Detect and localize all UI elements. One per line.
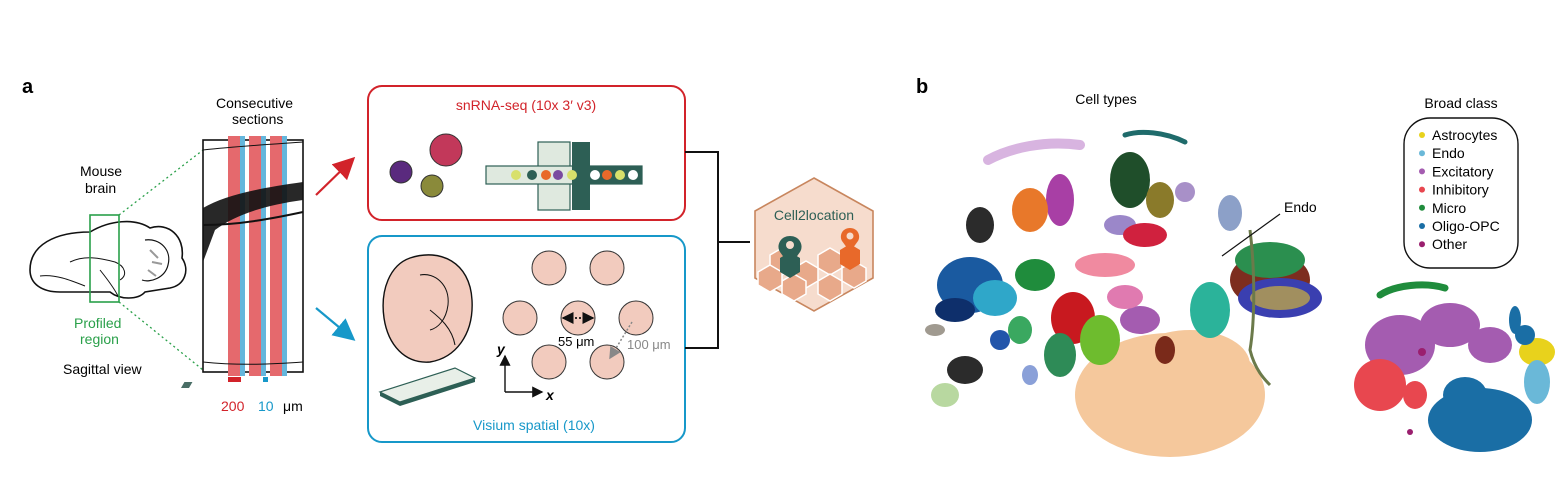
- legend-swatch-inhibitory: [1419, 186, 1425, 193]
- legend-swatch-endo: [1419, 150, 1425, 157]
- snrna-title: snRNA-seq (10x 3′ v3): [456, 97, 596, 113]
- broadclass-legend: AstrocytesEndoExcitatoryInhibitoryMicroO…: [1419, 127, 1500, 252]
- scale-label-unit: μm: [283, 398, 303, 414]
- visium-slide: [180, 367, 477, 406]
- sections-label-line1: Consecutive: [216, 95, 293, 111]
- merge-bracket: [685, 151, 750, 349]
- legend-label-other: Other: [1432, 236, 1467, 252]
- spot-distance-arrow: [609, 321, 633, 360]
- endo-pointer-line: [1221, 213, 1281, 257]
- legend-swatch-oligo-opc: [1419, 223, 1425, 229]
- legend-label-astrocytes: Astrocytes: [1432, 127, 1497, 143]
- visium-title: Visium spatial (10x): [473, 417, 595, 433]
- visium-spots: [502, 250, 654, 380]
- legend-swatch-astrocytes: [1419, 132, 1425, 138]
- scale-bar-10: [263, 377, 268, 382]
- brain-label-line2: brain: [85, 180, 116, 196]
- zoom-line-bottom: [118, 301, 204, 371]
- brain-label-line1: Mouse: [80, 163, 122, 179]
- microfluidic-chip: [485, 141, 643, 211]
- legend-label-inhibitory: Inhibitory: [1432, 182, 1489, 198]
- arrow-to-snrna: [315, 156, 356, 196]
- sections-label-line2: sections: [232, 111, 283, 127]
- celltypes-title: Cell types: [1075, 91, 1136, 107]
- profiled-label-line2: region: [80, 331, 119, 347]
- legend-swatch-other: [1419, 241, 1425, 248]
- spot-size-label: 55 μm: [558, 334, 594, 349]
- nuclei-droplets: [389, 133, 463, 198]
- panel-a-label: a: [22, 76, 34, 98]
- legend-label-excitatory: Excitatory: [1432, 163, 1493, 179]
- broadclass-title: Broad class: [1424, 95, 1497, 111]
- endo-annotation: Endo: [1284, 199, 1317, 215]
- legend-swatch-excitatory: [1419, 168, 1425, 175]
- profiled-region-box: [89, 214, 120, 303]
- legend-label-oligo-opc: Oligo-OPC: [1432, 218, 1500, 234]
- zoom-line-top: [118, 149, 204, 216]
- scale-label-10: 10: [258, 398, 274, 414]
- broadclass-umap: [1354, 281, 1555, 452]
- axis-y-label: y: [496, 341, 506, 357]
- broadclass-legend-box: [1403, 117, 1519, 269]
- legend-swatch-micro: [1419, 204, 1425, 211]
- arrow-to-visium: [315, 307, 356, 341]
- mouse-brain-sagittal: [29, 220, 187, 299]
- cell2location-label: Cell2location: [774, 207, 854, 223]
- scale-label-200: 200: [221, 398, 245, 414]
- coronal-section: [382, 254, 473, 363]
- scale-bar-200: [228, 377, 241, 382]
- spot-distance-label: 100 μm: [627, 337, 671, 352]
- sagittal-view-label: Sagittal view: [63, 361, 142, 377]
- celltypes-umap: [925, 129, 1322, 457]
- consecutive-sections: [202, 136, 304, 376]
- axis-x-label: x: [545, 387, 555, 403]
- legend-label-micro: Micro: [1432, 200, 1466, 216]
- panel-b-label: b: [916, 76, 928, 98]
- cell2location-logo: [754, 177, 874, 312]
- profiled-label-line1: Profiled: [74, 315, 121, 331]
- legend-label-endo: Endo: [1432, 145, 1465, 161]
- xy-axes: [499, 354, 544, 398]
